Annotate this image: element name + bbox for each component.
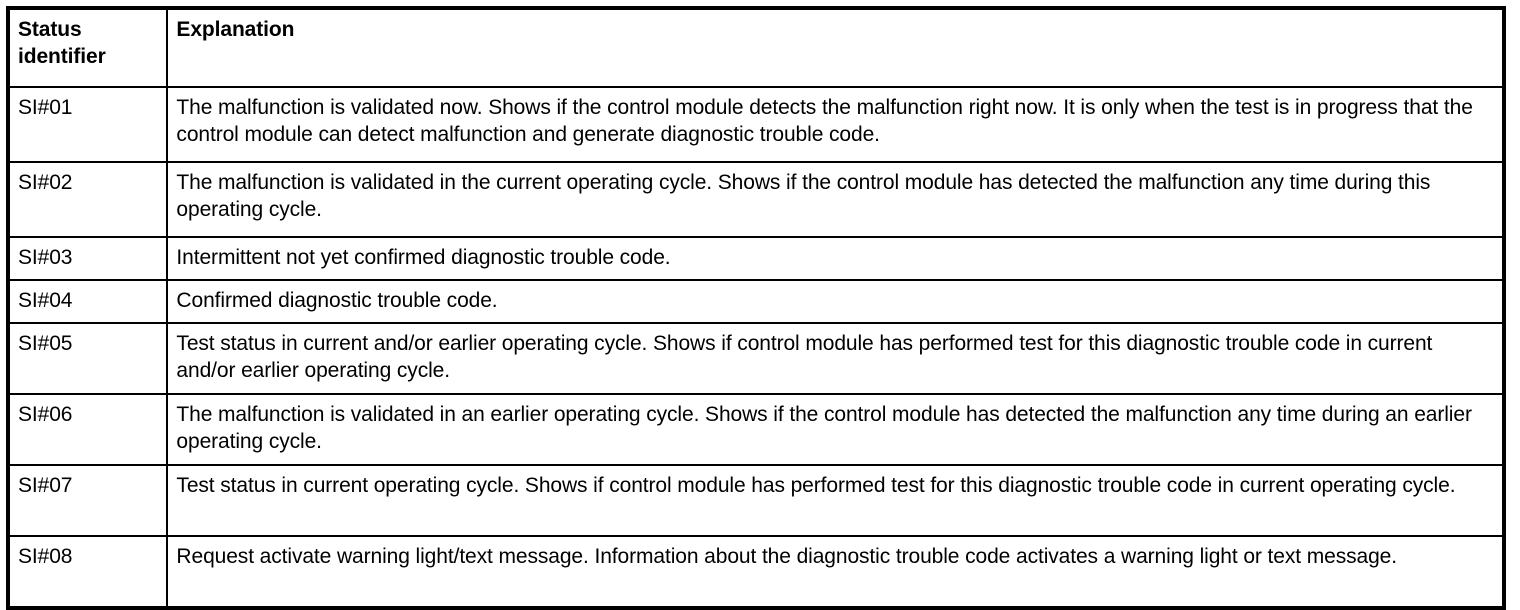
- cell-explanation: Test status in current and/or earlier op…: [166, 322, 1505, 395]
- cell-status-identifier: SI#07: [6, 464, 169, 537]
- table-row: SI#01 The malfunction is validated now. …: [6, 86, 1505, 163]
- table-row: SI#05 Test status in current and/or earl…: [6, 322, 1505, 395]
- cell-explanation: Request activate warning light/text mess…: [166, 535, 1505, 609]
- table-row: SI#07 Test status in current operating c…: [6, 464, 1505, 537]
- cell-explanation: Confirmed diagnostic trouble code.: [166, 279, 1505, 324]
- cell-status-identifier: SI#05: [6, 322, 169, 395]
- cell-explanation: The malfunction is validated in the curr…: [166, 161, 1505, 238]
- cell-status-identifier: SI#02: [6, 161, 169, 238]
- cell-status-identifier: SI#01: [6, 86, 169, 163]
- cell-explanation: Test status in current operating cycle. …: [166, 464, 1505, 537]
- table-row: SI#03 Intermittent not yet confirmed dia…: [6, 236, 1505, 281]
- column-header-explanation: Explanation: [166, 7, 1505, 88]
- status-identifier-table: Status identifier Explanation SI#01 The …: [6, 6, 1506, 610]
- column-header-status-identifier: Status identifier: [6, 7, 169, 88]
- table-row: SI#02 The malfunction is validated in th…: [6, 161, 1505, 238]
- cell-explanation: The malfunction is validated in an earli…: [166, 393, 1505, 466]
- table-header-row: Status identifier Explanation: [6, 7, 1505, 88]
- table-row: SI#04 Confirmed diagnostic trouble code.: [6, 279, 1505, 324]
- cell-explanation: The malfunction is validated now. Shows …: [166, 86, 1505, 163]
- table-row: SI#08 Request activate warning light/tex…: [6, 535, 1505, 609]
- table-header: Status identifier Explanation: [6, 7, 1505, 88]
- cell-status-identifier: SI#06: [6, 393, 169, 466]
- cell-status-identifier: SI#08: [6, 535, 169, 609]
- cell-explanation: Intermittent not yet confirmed diagnosti…: [166, 236, 1505, 281]
- table-body: SI#01 The malfunction is validated now. …: [6, 86, 1505, 609]
- cell-status-identifier: SI#03: [6, 236, 169, 281]
- cell-status-identifier: SI#04: [6, 279, 169, 324]
- table-row: SI#06 The malfunction is validated in an…: [6, 393, 1505, 466]
